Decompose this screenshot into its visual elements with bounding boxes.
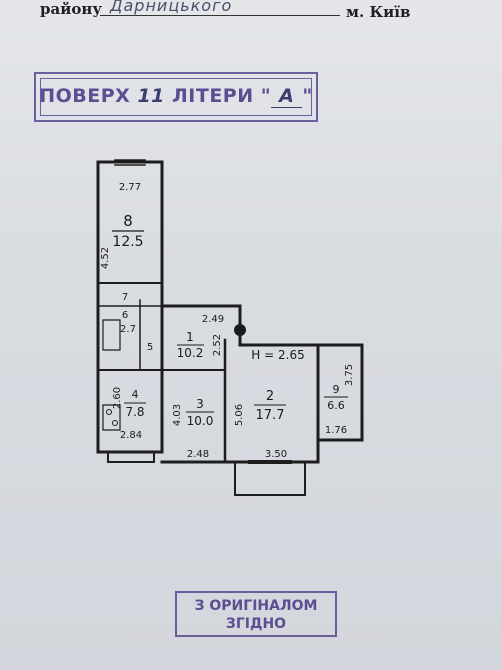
room-3-area: 10.0: [187, 414, 214, 428]
room-4-area: 7.8: [125, 405, 144, 419]
litera-close: ": [302, 85, 313, 107]
room-8-area: 12.5: [112, 234, 143, 250]
stove-burner: [112, 420, 118, 426]
district-underline: [100, 15, 340, 16]
original-stamp-line2: ЗГІДНО: [225, 616, 287, 632]
wall-left-block: [96, 160, 164, 454]
room-1-area: 10.2: [177, 346, 204, 360]
floor-stamp: ПОВЕРХ 11 ЛІТЕРИ "А": [34, 72, 318, 122]
bathtub: [102, 319, 121, 351]
room-9-area: 6.6: [327, 399, 345, 412]
window-top: [114, 159, 146, 166]
dim-top-width: 2.77: [119, 182, 141, 193]
room-4-number: 4: [132, 388, 139, 401]
original-stamp-line1: З ОРИГІНАЛОМ: [194, 598, 318, 614]
wall-room9: [316, 343, 364, 442]
ceiling-height: Н = 2.65: [251, 348, 304, 362]
city-label: м. Київ: [346, 3, 411, 21]
stove-burner: [106, 409, 112, 415]
litera-value: А: [271, 85, 303, 108]
floor-stamp-inner-border: [40, 78, 312, 116]
room-8-number: 8: [123, 212, 133, 230]
dim-kitchen-width: 2.84: [120, 430, 142, 441]
original-stamp: З ОРИГІНАЛОМ ЗГІДНО: [175, 591, 337, 637]
litera-label: ЛІТЕРИ ": [172, 85, 272, 107]
district-handwriting: Дарницького: [110, 0, 233, 15]
dim-hall-width: 2.49: [202, 314, 224, 325]
dim-room3-height: 4.03: [172, 404, 183, 426]
floor-number: 11: [137, 85, 165, 107]
room-6-area: 2.7: [120, 324, 136, 335]
kitchen-stove: [102, 404, 121, 431]
room-2-area: 17.7: [256, 408, 285, 423]
dim-room2-height: 5.06: [234, 404, 245, 426]
room-6-number: 6: [122, 310, 128, 321]
dim-room9-height: 3.75: [344, 364, 355, 386]
living-balcony: [234, 461, 306, 496]
kitchen-balcony: [107, 451, 155, 463]
dim-kitchen-height: 2.60: [112, 387, 123, 409]
room-5-number: 5: [147, 342, 153, 353]
room-3-number: 3: [196, 397, 204, 411]
dim-room3-width: 2.48: [187, 449, 209, 460]
floor-stamp-text: ПОВЕРХ 11 ЛІТЕРИ "А": [36, 85, 316, 108]
district-label: району: [40, 0, 102, 18]
dim-room2-width: 3.50: [265, 449, 287, 460]
riser-mark: [234, 324, 246, 336]
room-7-number: 7: [122, 292, 128, 303]
room-9-number: 9: [333, 383, 340, 396]
room-1-number: 1: [186, 330, 194, 344]
dim-hall-height: 2.52: [212, 334, 223, 356]
floor-word: ПОВЕРХ: [39, 85, 131, 107]
dim-left-height: 4.52: [100, 247, 111, 269]
dim-room9-width: 1.76: [325, 425, 347, 436]
room-2-number: 2: [266, 389, 274, 404]
